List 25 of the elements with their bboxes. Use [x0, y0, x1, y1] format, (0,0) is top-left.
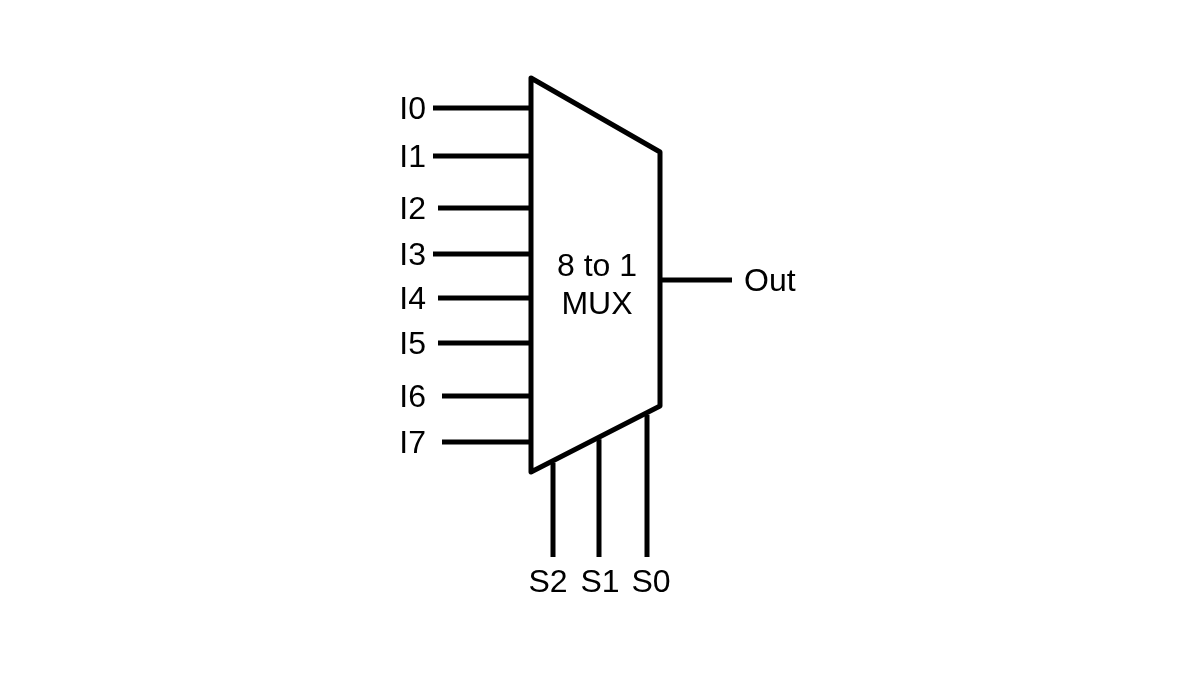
input-label: I5	[399, 327, 426, 359]
wire	[433, 251, 529, 257]
wire	[596, 439, 602, 557]
input-label: I3	[399, 238, 426, 270]
wire	[438, 295, 529, 301]
wire	[438, 205, 529, 211]
select-label: S0	[631, 565, 671, 597]
input-label: I7	[399, 426, 426, 458]
input-label: I2	[399, 192, 426, 224]
wire	[644, 414, 650, 557]
select-label: S1	[580, 565, 620, 597]
input-label: I1	[399, 140, 426, 172]
wire	[442, 393, 529, 399]
wire	[433, 105, 529, 111]
wire	[433, 153, 529, 159]
input-label: I0	[399, 92, 426, 124]
output-label: Out	[744, 264, 796, 296]
input-label: I6	[399, 380, 426, 412]
wire	[550, 462, 556, 557]
wire	[442, 439, 529, 445]
wire	[662, 277, 732, 283]
block-title: 8 to 1 MUX	[555, 246, 639, 322]
wire	[438, 340, 529, 346]
select-label: S2	[528, 565, 568, 597]
input-label: I4	[399, 282, 426, 314]
